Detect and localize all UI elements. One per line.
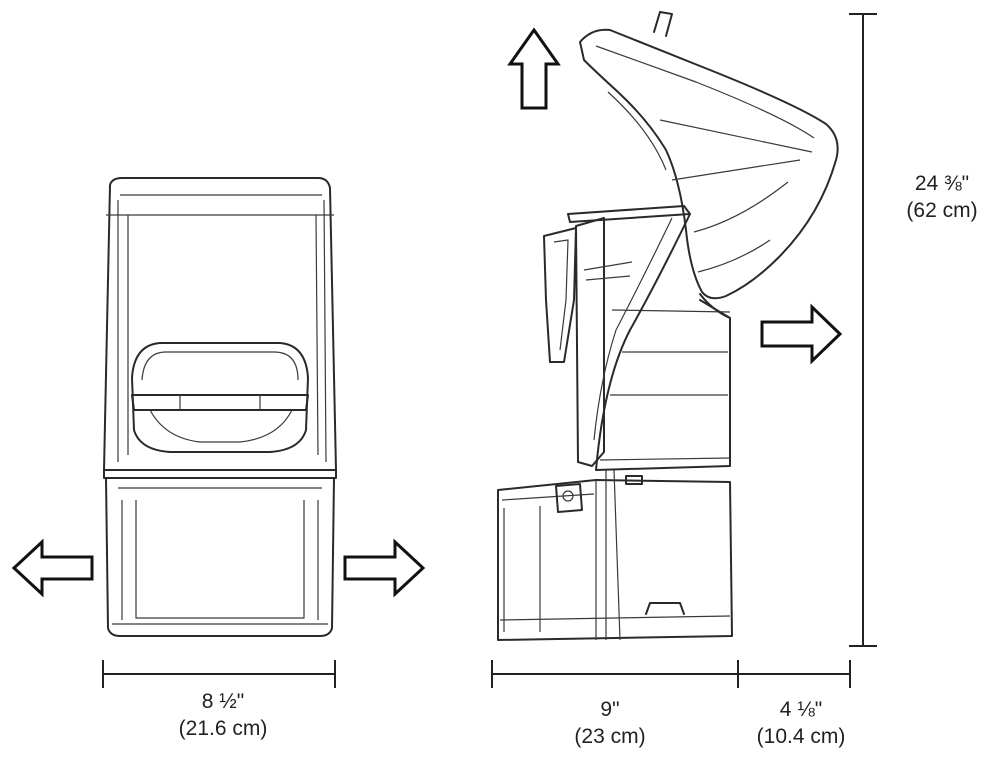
front-width-metric: (21.6 cm) xyxy=(178,717,268,740)
lid-clearance-label: 4 ⅛" (10.4 cm) xyxy=(745,696,857,750)
height-imperial: 24 ⅜" xyxy=(914,172,970,195)
front-right-arrow xyxy=(343,538,426,598)
height-dimension-line xyxy=(849,13,877,647)
side-depth-imperial: 9" xyxy=(600,698,620,721)
side-depth-label: 9" (23 cm) xyxy=(555,696,665,750)
front-width-label: 8 ½" (21.6 cm) xyxy=(168,688,278,742)
side-depth-metric: (23 cm) xyxy=(574,725,646,748)
lid-up-arrow xyxy=(507,27,561,110)
lid-clearance-imperial: 4 ⅛" xyxy=(779,698,823,721)
front-left-arrow xyxy=(11,538,94,598)
side-depth-dimension-line xyxy=(491,660,851,688)
side-right-arrow xyxy=(760,303,843,365)
front-width-dimension-line xyxy=(102,660,336,688)
front-view-blender xyxy=(103,177,337,637)
side-view-blender xyxy=(497,11,839,641)
height-metric: (62 cm) xyxy=(906,199,978,222)
front-width-imperial: 8 ½" xyxy=(201,690,245,713)
height-label: 24 ⅜" (62 cm) xyxy=(890,170,994,224)
lid-clearance-metric: (10.4 cm) xyxy=(756,725,846,748)
